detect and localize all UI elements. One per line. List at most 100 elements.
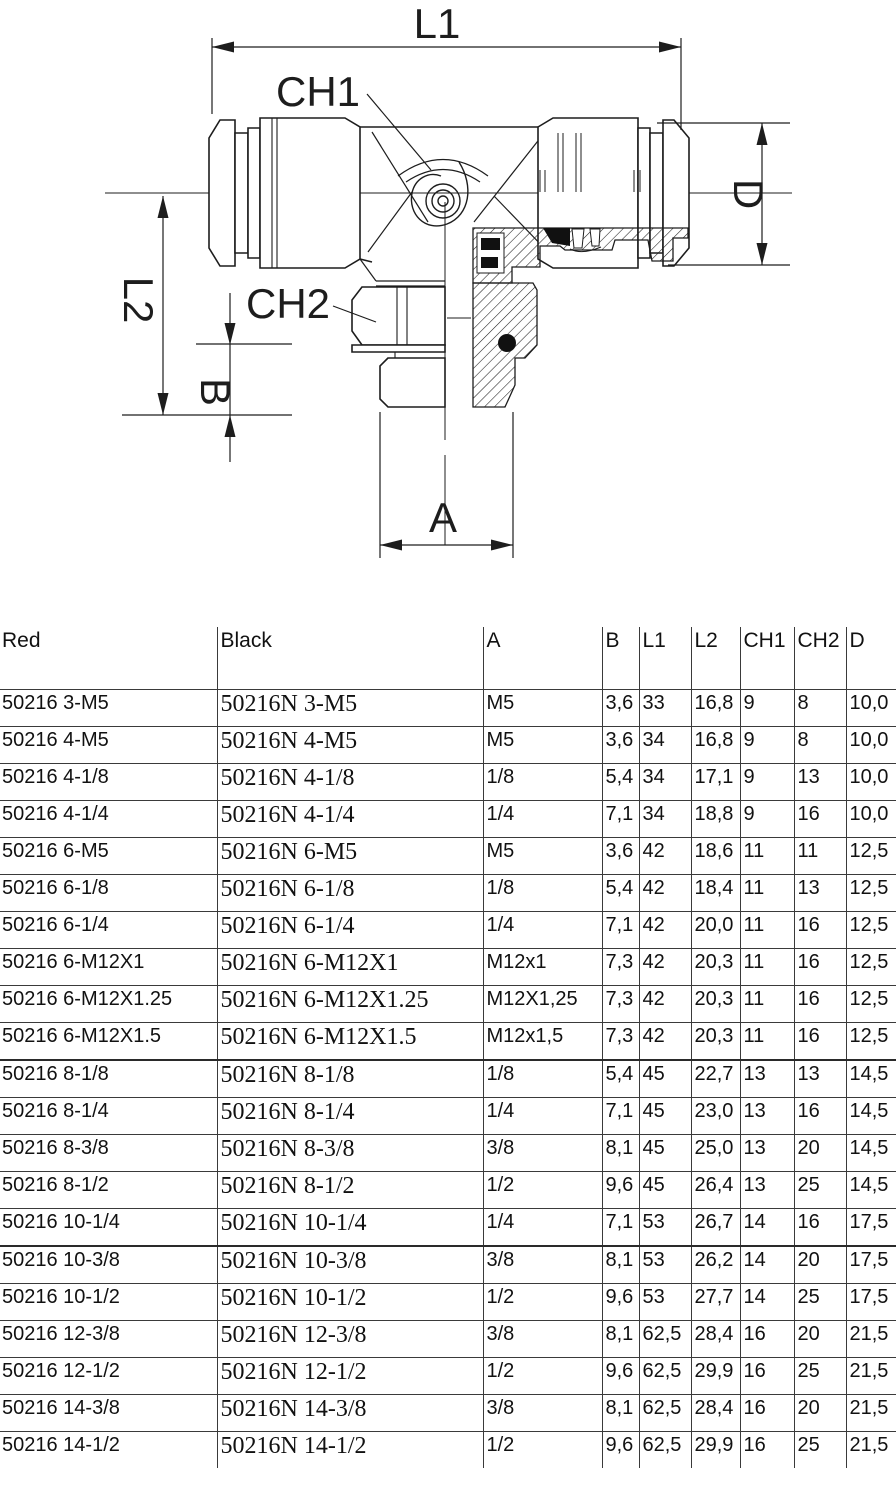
table-cell: 25 <box>793 1171 846 1209</box>
table-cell: 13 <box>739 1171 794 1209</box>
table-cell: 9,6 <box>601 1283 639 1321</box>
table-cell: 50216 4-1/4 <box>0 800 217 838</box>
table-cell: 16,8 <box>690 726 740 764</box>
table-cell: 11 <box>739 948 794 986</box>
table-cell: 12,5 <box>845 911 896 949</box>
column-header: CH2 <box>793 627 846 690</box>
table-cell: 8,1 <box>601 1320 639 1358</box>
column-header: A <box>482 627 602 690</box>
table-cell: 10,0 <box>845 763 896 801</box>
table-cell: 50216N 4-1/4 <box>216 800 483 838</box>
table-cell: 50216 6-M12X1 <box>0 948 217 986</box>
table-cell: 42 <box>638 948 691 986</box>
table-cell: 7,1 <box>601 1208 639 1246</box>
table-cell: 26,4 <box>690 1171 740 1209</box>
table-cell: 1/2 <box>482 1283 602 1321</box>
table-cell: 16 <box>739 1357 794 1395</box>
table-cell: 27,7 <box>690 1283 740 1321</box>
table-cell: 1/4 <box>482 1097 602 1135</box>
table-cell: 1/2 <box>482 1357 602 1395</box>
table-cell: 14,5 <box>845 1134 896 1172</box>
table-cell: 10,0 <box>845 800 896 838</box>
table-cell: 29,9 <box>690 1357 740 1395</box>
table-cell: 50216N 10-1/2 <box>216 1283 483 1321</box>
table-cell: 50216N 8-1/4 <box>216 1097 483 1135</box>
table-cell: 7,1 <box>601 1097 639 1135</box>
table-cell: 3/8 <box>482 1134 602 1172</box>
seal-orings <box>481 228 570 352</box>
table-cell: 11 <box>793 837 846 875</box>
collet-detail-lines <box>539 133 641 192</box>
table-cell: 12,5 <box>845 874 896 912</box>
table-cell: 34 <box>638 763 691 801</box>
table-cell: 50216N 6-1/8 <box>216 874 483 912</box>
table-cell: 16 <box>793 800 846 838</box>
column-header: D <box>845 627 896 690</box>
table-cell: 50216 12-1/2 <box>0 1357 217 1395</box>
table-cell: 3,6 <box>601 726 639 764</box>
table-cell: 12,5 <box>845 948 896 986</box>
table-cell: 10,0 <box>845 726 896 764</box>
table-cell: 50216 8-1/2 <box>0 1171 217 1209</box>
table-cell: 21,5 <box>845 1320 896 1358</box>
table-cell: 50216 6-M12X1.5 <box>0 1022 217 1060</box>
table-cell: 14,5 <box>845 1059 896 1098</box>
table-cell: 9,6 <box>601 1357 639 1395</box>
table-cell: 20 <box>793 1320 846 1358</box>
table-cell: 50216N 3-M5 <box>216 689 483 727</box>
table-cell: 3/8 <box>482 1320 602 1358</box>
table-cell: 9 <box>739 800 794 838</box>
table-cell: 3/8 <box>482 1394 602 1432</box>
table-cell: 50216N 8-1/2 <box>216 1171 483 1209</box>
table-cell: 7,3 <box>601 985 639 1023</box>
table-cell: 42 <box>638 1022 691 1060</box>
table-cell: 1/8 <box>482 874 602 912</box>
table-cell: 14 <box>739 1283 794 1321</box>
table-cell: 20,3 <box>690 985 740 1023</box>
table-cell: 45 <box>638 1134 691 1172</box>
table-cell: 50216N 6-1/4 <box>216 911 483 949</box>
table-cell: 25 <box>793 1431 846 1468</box>
table-cell: 20 <box>793 1245 846 1284</box>
table-cell: 50216 4-1/8 <box>0 763 217 801</box>
table-cell: 5,4 <box>601 1059 639 1098</box>
table-cell: 50216 10-3/8 <box>0 1245 217 1284</box>
table-cell: 1/4 <box>482 911 602 949</box>
table-cell: 50216N 4-M5 <box>216 726 483 764</box>
table-cell: M12x1 <box>482 948 602 986</box>
table-cell: 28,4 <box>690 1320 740 1358</box>
table-cell: 16 <box>739 1431 794 1468</box>
table-cell: 50216 8-3/8 <box>0 1134 217 1172</box>
dim-label-d: D <box>725 179 772 209</box>
table-cell: 18,6 <box>690 837 740 875</box>
table-cell: M5 <box>482 689 602 727</box>
table-cell: 53 <box>638 1283 691 1321</box>
table-cell: 25,0 <box>690 1134 740 1172</box>
table-cell: 3,6 <box>601 837 639 875</box>
table-cell: 50216 6-1/4 <box>0 911 217 949</box>
table-cell: 50216 4-M5 <box>0 726 217 764</box>
table-cell: M12X1,25 <box>482 985 602 1023</box>
table-cell: 50216N 8-1/8 <box>216 1059 483 1098</box>
table-cell: 17,5 <box>845 1208 896 1246</box>
table-cell: 20,3 <box>690 1022 740 1060</box>
table-cell: 50216 6-M5 <box>0 837 217 875</box>
table-cell: 14 <box>739 1245 794 1284</box>
column-header: L1 <box>638 627 691 690</box>
table-cell: 14,5 <box>845 1171 896 1209</box>
table-cell: 18,4 <box>690 874 740 912</box>
column-header: L2 <box>690 627 740 690</box>
dim-b: B <box>192 293 292 462</box>
table-cell: 9,6 <box>601 1431 639 1468</box>
dim-l1: L1 <box>211 0 682 130</box>
table-cell: 50216N 4-1/8 <box>216 763 483 801</box>
